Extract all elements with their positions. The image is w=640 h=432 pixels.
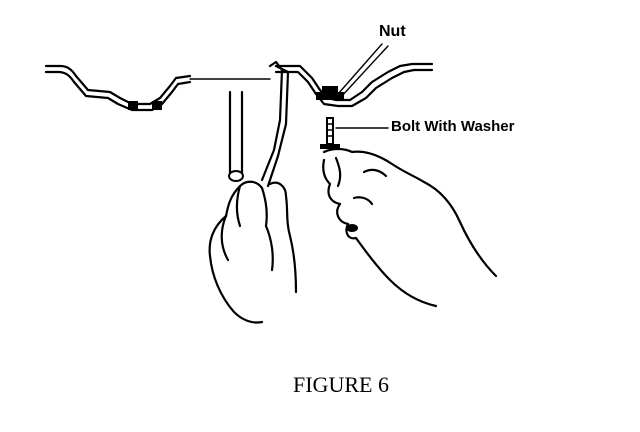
nut-label: Nut bbox=[379, 23, 406, 40]
right-hand-graphic bbox=[322, 147, 498, 308]
bracket-rod bbox=[260, 60, 290, 188]
cylinder-rod bbox=[228, 90, 244, 182]
figure-caption: FIGURE 6 bbox=[293, 372, 389, 397]
sheet-metal-panel bbox=[44, 62, 434, 112]
left-hand-graphic bbox=[208, 180, 298, 324]
nut-graphic bbox=[316, 43, 389, 100]
bolt-with-washer-label: Bolt With Washer bbox=[391, 118, 515, 135]
bolt-graphic bbox=[320, 117, 389, 149]
